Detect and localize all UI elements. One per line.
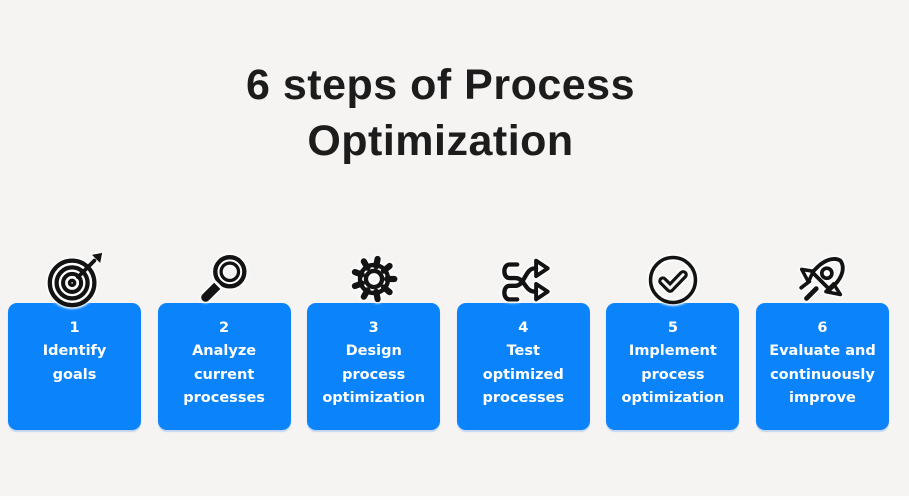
step-card-6: 6 Evaluate and continuously improve	[755, 257, 889, 430]
step-number: 2	[219, 320, 230, 336]
step-label: Test optimized processes	[482, 343, 565, 407]
step-text: 1 Identify goals	[8, 317, 141, 387]
step-text: 3 Design process optimization	[307, 317, 440, 411]
step-label: Implement process optimization	[621, 343, 725, 407]
check-circle-icon	[642, 249, 704, 311]
page-title: 6 steps of Process Optimization	[245, 61, 635, 165]
magnifier-icon	[193, 249, 255, 311]
step-card-5: 5 Implement process optimization	[606, 255, 740, 430]
step-label: Evaluate and continuously improve	[769, 343, 876, 407]
step-card-4: 4 Test optimized processes	[456, 258, 590, 430]
step-number: 5	[667, 320, 678, 336]
step-number: 4	[518, 320, 529, 336]
step-text: 4 Test optimized processes	[457, 317, 590, 411]
gear-icon	[343, 249, 405, 311]
step-number: 3	[368, 320, 379, 336]
step-label: Identify goals	[42, 343, 107, 383]
step-label: Analyze current processes	[183, 343, 265, 407]
target-icon	[44, 249, 106, 311]
step-number: 6	[817, 320, 828, 336]
step-label: Design process optimization	[322, 343, 426, 407]
shuffle-icon	[492, 249, 554, 311]
step-text: 2 Analyze current processes	[158, 317, 291, 411]
bottom-strip	[0, 496, 909, 500]
step-card-1: 1 Identify goals	[8, 252, 141, 430]
step-number: 1	[69, 320, 80, 336]
step-card-3: 3 Design process optimization	[307, 255, 441, 430]
rocket-icon	[791, 249, 853, 311]
step-text: 6 Evaluate and continuously improve	[756, 317, 889, 411]
steps-row: 1 Identify goals 2 Analyze current proce…	[8, 252, 889, 430]
step-text: 5 Implement process optimization	[606, 317, 739, 411]
step-card-2: 2 Analyze current processes	[157, 255, 291, 430]
